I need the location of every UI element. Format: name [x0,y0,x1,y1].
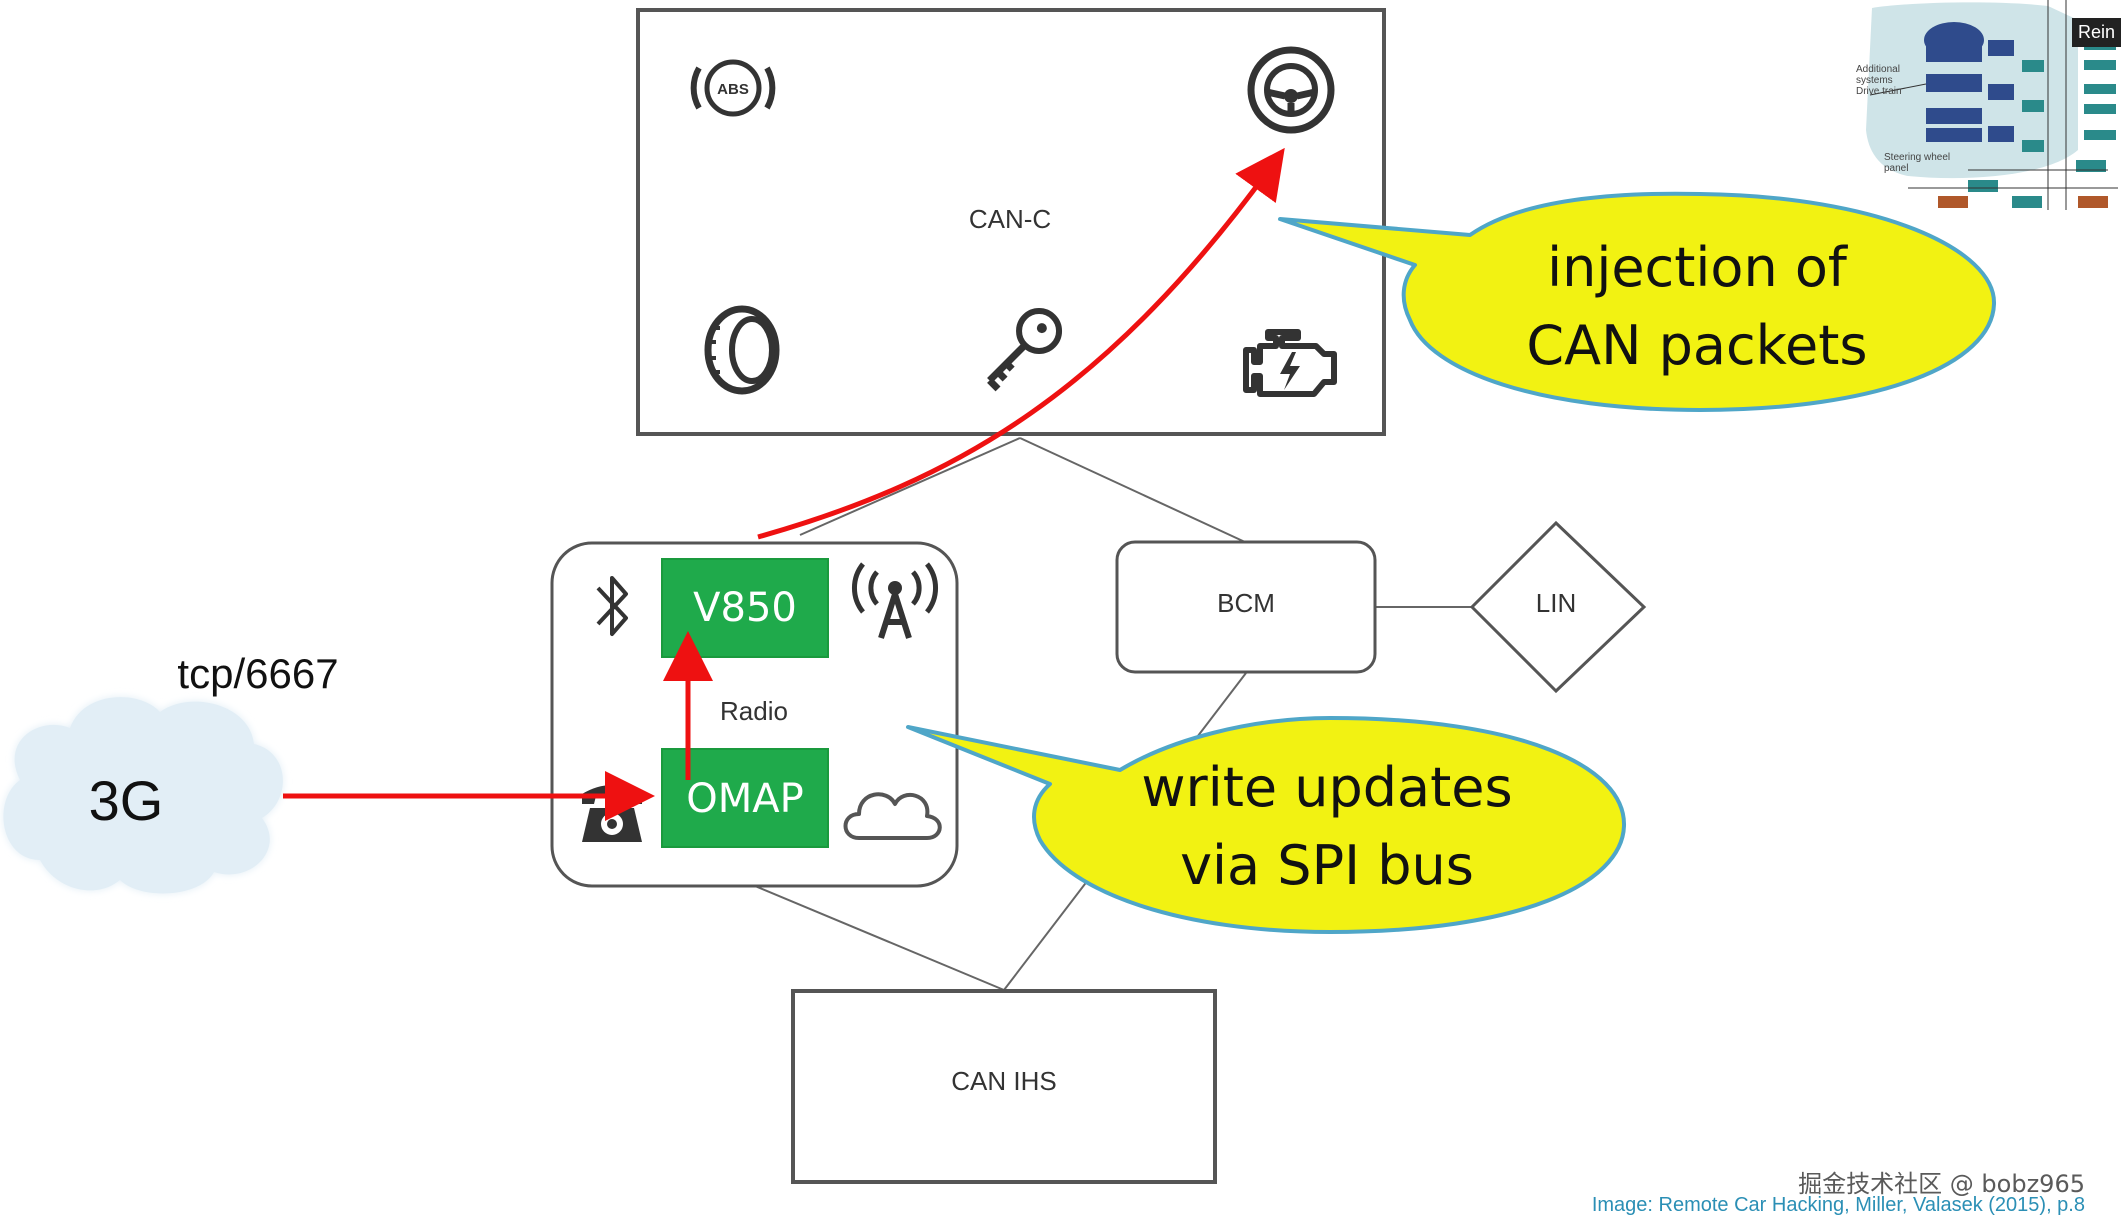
abs-icon: ABS [690,59,776,117]
updates-callout-line2: via SPI bus [1180,834,1474,897]
cloud-3g: 3G [3,697,283,894]
injection-callout-line1: injection of [1547,236,1849,299]
thumb-additional-line2: systems [1856,75,1893,86]
omap-label: OMAP [686,776,803,822]
can-ihs-label: CAN IHS [951,1066,1056,1096]
injection-callout: injection of CAN packets [1278,191,1997,412]
tire-icon [704,305,780,395]
thumbnail-network-sketch [1866,0,2118,210]
can-ihs-box: CAN IHS [791,989,1217,1184]
steering-wheel-icon [1247,46,1335,134]
line-radio-canihs [754,885,1005,991]
line-canc-bcm [1019,437,1246,543]
abs-label: ABS [717,81,749,98]
thumb-steering-line1: Steering wheel [1884,152,1951,163]
thumb-steering-line2: panel [1884,163,1909,174]
image-credit: Image: Remote Car Hacking, Miller, Valas… [1591,1194,2085,1216]
reference-thumbnail: Additional systems Drive train Steering … [1848,0,2121,215]
thumb-additional-line1: Additional [1856,64,1900,75]
arrow-v850-to-steering [757,147,1285,540]
lin-label: LIN [1536,588,1576,618]
radio-label: Radio [720,696,788,726]
injection-callout-line2: CAN packets [1526,314,1867,377]
thumb-label-steering: Steering wheel panel [1884,152,1950,174]
tcp-port-label: tcp/6667 [177,650,338,697]
antenna-icon [852,562,938,639]
thumb-drive-train: Drive train [1856,86,1902,97]
cloud-icon [843,792,942,840]
radio-head-unit: Radio V850 OMAP [550,541,959,888]
bcm-box: BCM [1115,540,1377,674]
v850-label: V850 [693,585,797,631]
lin-diamond: LIN [1469,520,1647,694]
updates-callout: write updates via SPI bus [906,716,1627,934]
key-icon [987,307,1063,392]
watermark-text: 掘金技术社区 @ bobz965 [1798,1170,2085,1198]
can-c-label: CAN-C [969,204,1051,234]
attack-path [283,147,1285,821]
cloud-3g-label: 3G [89,769,164,832]
bcm-label: BCM [1217,588,1275,618]
can-c-bus-box: CAN-C ABS [636,8,1386,436]
thumb-label-additional: Additional systems Drive train [1856,64,1902,97]
bluetooth-icon [596,576,628,636]
engine-icon [1243,329,1337,397]
thumb-corner-label: Rein [2071,18,2121,47]
updates-callout-line1: write updates [1141,756,1512,819]
line-canc-radio [799,437,1021,536]
